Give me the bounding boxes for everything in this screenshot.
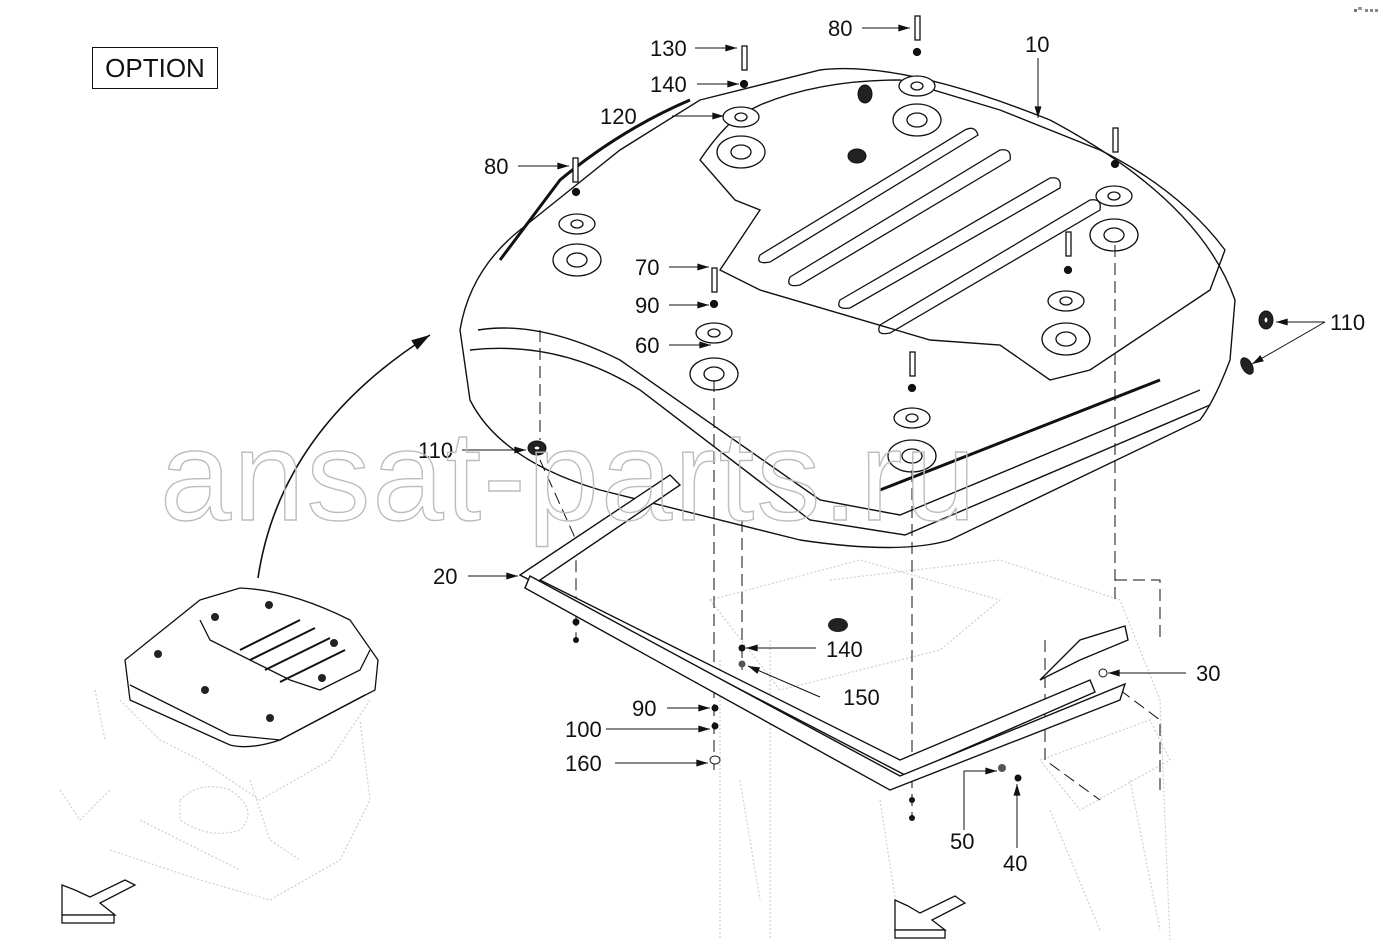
frame-part-20 (518, 474, 1129, 791)
callout-140-lower: 140 (826, 637, 863, 662)
callout-80-left: 80 (484, 154, 508, 179)
bolts (571, 15, 1120, 393)
overview-thumbnail (59, 334, 431, 901)
overview-cab-ghost (59, 689, 371, 901)
callout-20: 20 (433, 564, 457, 589)
callout-60: 60 (635, 333, 659, 358)
callout-curve-arrow (257, 334, 431, 579)
callout-120: 120 (600, 104, 637, 129)
overview-roof-panel (124, 587, 379, 748)
callout-90-lower: 90 (632, 696, 656, 721)
callout-10: 10 (1025, 32, 1049, 57)
frame-hardware (572, 618, 1108, 821)
callout-150: 150 (843, 685, 880, 710)
brand-logo-icon (1354, 7, 1378, 12)
leader-lines (462, 24, 1326, 848)
option-label-box: OPTION (92, 47, 218, 89)
callout-80-top: 80 (828, 16, 852, 41)
callout-90-upper: 90 (635, 293, 659, 318)
callout-70: 70 (635, 255, 659, 280)
watermark-text: ansat-parts.ru (160, 405, 978, 548)
view-direction-arrow-icon-2 (894, 895, 967, 939)
callout-100: 100 (565, 717, 602, 742)
callout-40: 40 (1003, 851, 1027, 876)
callout-110-left: 110 (418, 438, 453, 463)
callout-30: 30 (1196, 661, 1220, 686)
view-direction-arrow-icon (61, 879, 137, 924)
callout-110-right: 110 (1330, 310, 1365, 335)
roof-slots (758, 127, 1101, 335)
callout-140-top: 140 (650, 72, 687, 97)
callout-labels: 130 140 120 80 10 80 70 90 60 110 110 20… (418, 16, 1365, 876)
mount-washers (552, 75, 1139, 473)
callout-160: 160 (565, 751, 602, 776)
overview-fasteners (154, 601, 338, 722)
grommets-part-110 (527, 84, 1274, 456)
callout-50: 50 (950, 829, 974, 854)
callout-130: 130 (650, 36, 687, 61)
